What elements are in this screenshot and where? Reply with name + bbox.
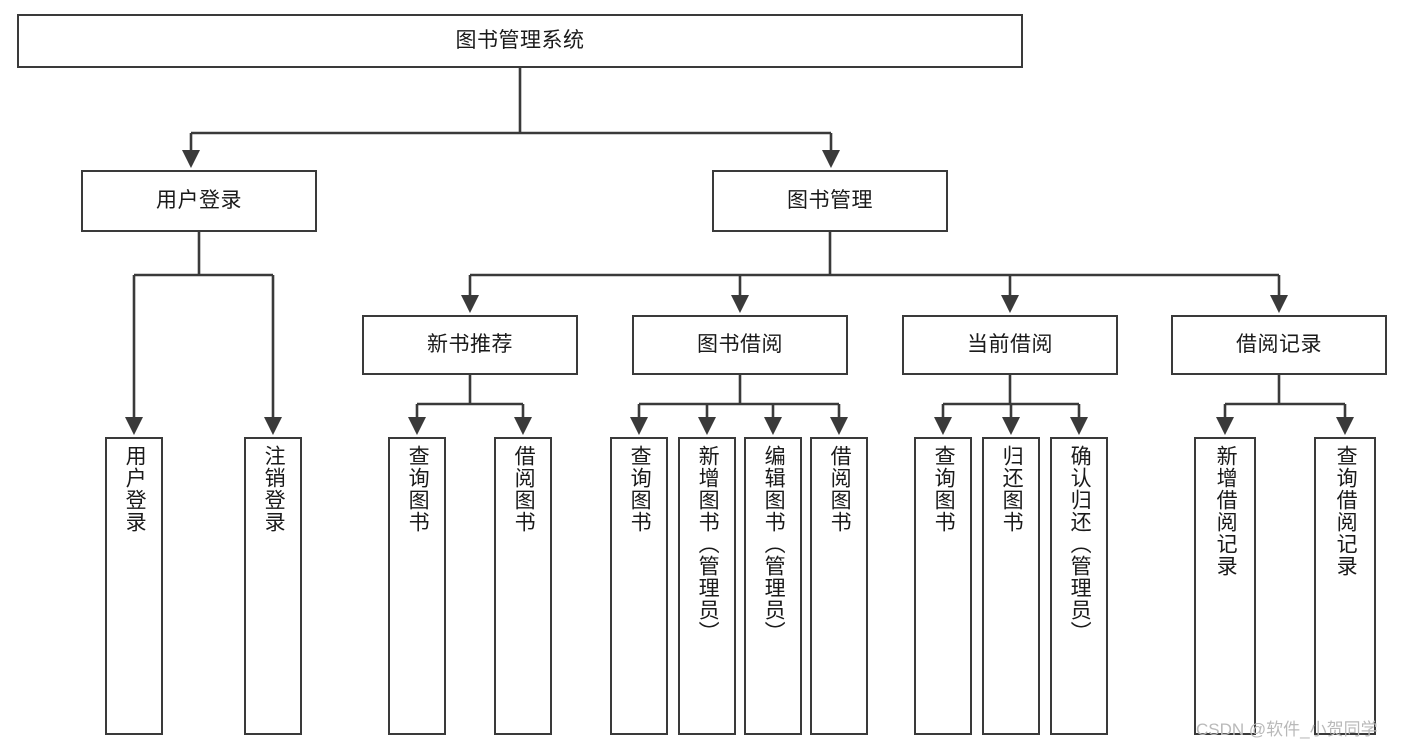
node-user-login-label: 用户登录 xyxy=(156,188,242,212)
node-leaf-return-book[interactable]: 归还图书 xyxy=(982,437,1040,735)
node-root-label: 图书管理系统 xyxy=(455,28,585,52)
node-leaf-user-login-label: 用户登录 xyxy=(123,445,147,533)
node-book-mgmt-label: 图书管理 xyxy=(787,188,873,212)
node-leaf-user-logout[interactable]: 注销登录 xyxy=(244,437,302,735)
node-leaf-add-book-label: 新增图书（管理员） xyxy=(696,445,720,643)
csdn-watermark: CSDN @软件_小贺同学 xyxy=(1196,720,1378,739)
node-leaf-query-book-3[interactable]: 查询图书 xyxy=(914,437,972,735)
node-leaf-add-record[interactable]: 新增借阅记录 xyxy=(1194,437,1256,735)
node-new-book-rec[interactable]: 新书推荐 xyxy=(362,315,578,375)
node-leaf-borrow-book-2[interactable]: 借阅图书 xyxy=(810,437,868,735)
node-leaf-borrow-book-2-label: 借阅图书 xyxy=(828,445,852,533)
node-user-login[interactable]: 用户登录 xyxy=(81,170,317,232)
node-leaf-edit-book[interactable]: 编辑图书（管理员） xyxy=(744,437,802,735)
node-borrow-record[interactable]: 借阅记录 xyxy=(1171,315,1387,375)
node-leaf-query-record[interactable]: 查询借阅记录 xyxy=(1314,437,1376,735)
node-leaf-query-book-2-label: 查询图书 xyxy=(628,445,652,533)
node-leaf-add-record-label: 新增借阅记录 xyxy=(1214,445,1238,577)
node-book-borrow-label: 图书借阅 xyxy=(697,332,783,356)
node-current-borrow-label: 当前借阅 xyxy=(967,332,1053,356)
node-leaf-confirm-return[interactable]: 确认归还（管理员） xyxy=(1050,437,1108,735)
node-current-borrow[interactable]: 当前借阅 xyxy=(902,315,1118,375)
node-leaf-borrow-book-1[interactable]: 借阅图书 xyxy=(494,437,552,735)
node-leaf-query-book-3-label: 查询图书 xyxy=(932,445,956,533)
node-leaf-user-logout-label: 注销登录 xyxy=(262,445,286,533)
node-leaf-query-book-1-label: 查询图书 xyxy=(406,445,430,533)
node-leaf-return-book-label: 归还图书 xyxy=(1000,445,1024,533)
node-leaf-add-book[interactable]: 新增图书（管理员） xyxy=(678,437,736,735)
node-book-mgmt[interactable]: 图书管理 xyxy=(712,170,948,232)
node-book-borrow[interactable]: 图书借阅 xyxy=(632,315,848,375)
node-new-book-rec-label: 新书推荐 xyxy=(427,332,513,356)
node-borrow-record-label: 借阅记录 xyxy=(1236,332,1322,356)
node-leaf-user-login[interactable]: 用户登录 xyxy=(105,437,163,735)
node-leaf-edit-book-label: 编辑图书（管理员） xyxy=(762,445,786,643)
node-leaf-query-record-label: 查询借阅记录 xyxy=(1334,445,1358,577)
node-leaf-query-book-2[interactable]: 查询图书 xyxy=(610,437,668,735)
node-leaf-borrow-book-1-label: 借阅图书 xyxy=(512,445,536,533)
node-leaf-query-book-1[interactable]: 查询图书 xyxy=(388,437,446,735)
node-leaf-confirm-return-label: 确认归还（管理员） xyxy=(1068,445,1092,643)
node-root[interactable]: 图书管理系统 xyxy=(17,14,1023,68)
